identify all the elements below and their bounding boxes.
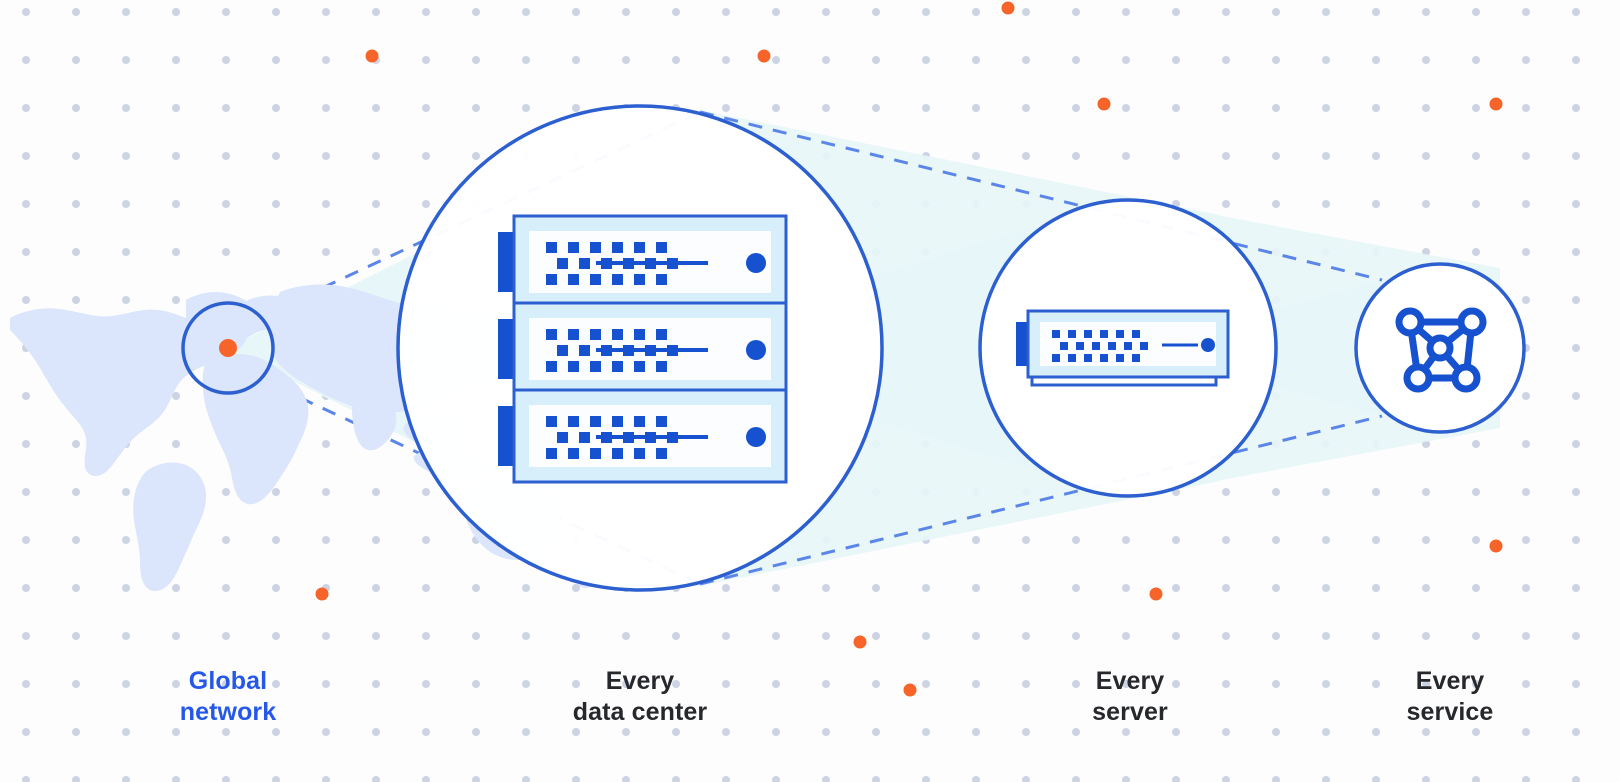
- server-unit-1: [496, 214, 788, 310]
- label-every-server: Every server: [1092, 667, 1168, 726]
- map-highlight-circle: [181, 301, 275, 395]
- data-center-circle: [396, 104, 884, 592]
- service-circle: [1354, 262, 1526, 434]
- label-global-network: Global network: [179, 667, 277, 726]
- server-unit-2: [496, 301, 788, 397]
- label-every-service: Every service: [1406, 667, 1494, 726]
- accent-dots: [315, 1, 1503, 697]
- label-every-data-center: Every data center: [572, 667, 708, 726]
- server-rack-icon: [496, 214, 788, 484]
- network-mesh-icon: [1395, 307, 1487, 393]
- single-server-icon: [1014, 309, 1230, 387]
- map-location-pin: [219, 339, 237, 357]
- server-unit-3: [496, 388, 788, 484]
- server-circle: [978, 198, 1278, 498]
